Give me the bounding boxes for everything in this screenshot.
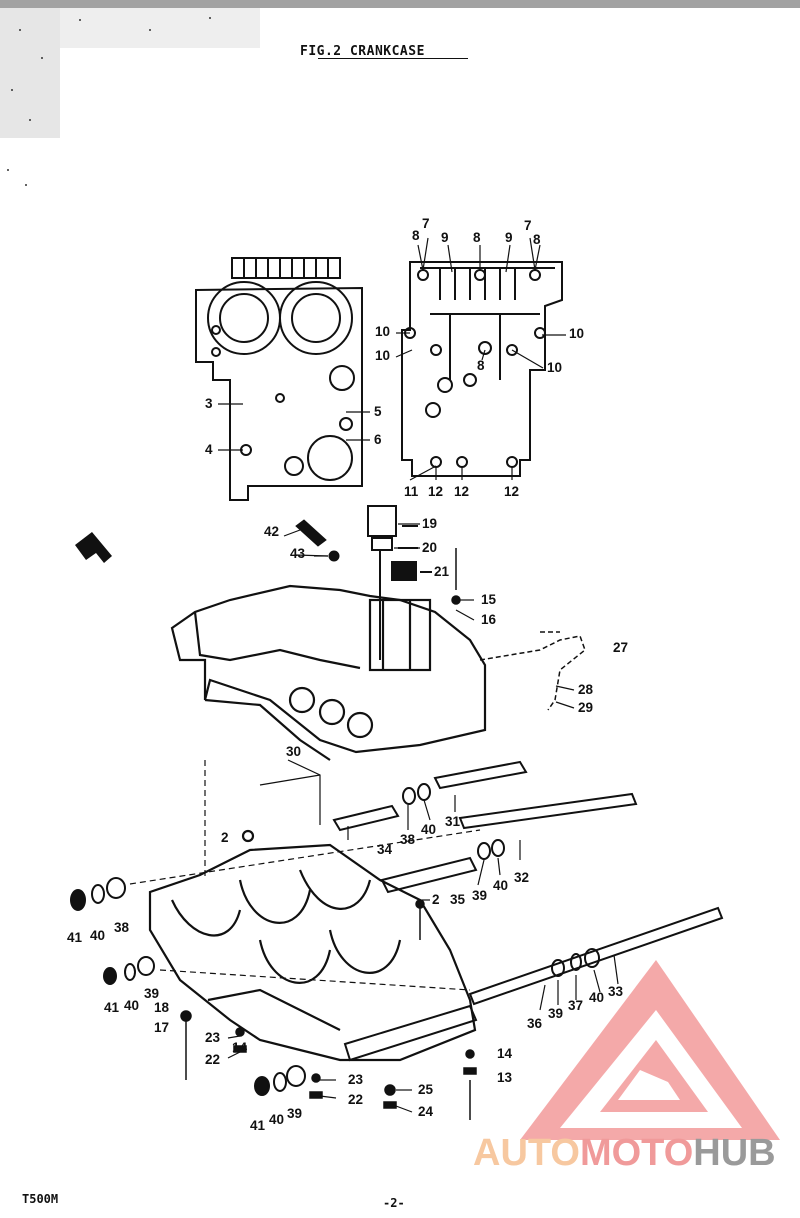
callout-label: 32 bbox=[514, 870, 530, 885]
callout-label: 9 bbox=[505, 230, 513, 245]
crank-centerline bbox=[129, 760, 481, 991]
callout-label: 40 bbox=[589, 990, 605, 1005]
callout-label: 8 bbox=[533, 232, 541, 247]
callout-label: 10 bbox=[569, 326, 585, 341]
callout-label: 6 bbox=[374, 432, 382, 447]
callout-label: 8 bbox=[473, 230, 481, 245]
callout-label: 20 bbox=[422, 540, 438, 555]
callout-label: 22 bbox=[348, 1092, 364, 1107]
leader-lines-lower bbox=[227, 523, 619, 1113]
callout-label: 33 bbox=[608, 984, 624, 999]
callout-label: 40 bbox=[269, 1112, 285, 1127]
stud-bolt bbox=[295, 519, 340, 562]
callout-label: 39 bbox=[548, 1006, 564, 1021]
callout-label: 40 bbox=[493, 878, 509, 893]
callout-label: 39 bbox=[287, 1106, 303, 1121]
callout-label: 42 bbox=[264, 524, 280, 539]
lower-crankcase-half bbox=[148, 829, 477, 1062]
callout-label: 38 bbox=[400, 832, 416, 847]
callout-label: 23 bbox=[205, 1030, 221, 1045]
callout-label: 40 bbox=[124, 998, 140, 1013]
callout-label: 12 bbox=[454, 484, 470, 499]
callout-label: 30 bbox=[286, 744, 302, 759]
callout-label: 3 bbox=[205, 396, 213, 411]
callout-label: 40 bbox=[421, 822, 437, 837]
upper-case-top-view bbox=[195, 257, 363, 501]
callout-label: 41 bbox=[104, 1000, 120, 1015]
callout-label: 8 bbox=[412, 228, 420, 243]
callout-label: 41 bbox=[250, 1118, 266, 1133]
callout-label: 24 bbox=[418, 1104, 434, 1119]
callout-label: 39 bbox=[472, 888, 488, 903]
callout-label: 12 bbox=[428, 484, 444, 499]
callout-label: 11 bbox=[404, 484, 419, 499]
callout-label: 14 bbox=[497, 1046, 513, 1061]
watermark-text-moto: MOTO bbox=[579, 1132, 694, 1174]
callout-label: 14 bbox=[232, 1040, 248, 1055]
callout-label: 2 bbox=[432, 892, 440, 907]
upper-crankcase-half bbox=[170, 584, 487, 761]
watermark-text: AUTOMOTOHUB bbox=[473, 1132, 776, 1175]
callout-label: 7 bbox=[422, 216, 430, 231]
title-underline bbox=[318, 58, 468, 59]
callout-label: 41 bbox=[67, 930, 83, 945]
watermark-logo bbox=[520, 960, 780, 1140]
callout-label: 8 bbox=[477, 358, 485, 373]
callout-label: 34 bbox=[377, 842, 393, 857]
callout-label: 31 bbox=[445, 814, 461, 829]
callout-label: 25 bbox=[418, 1082, 434, 1097]
fasteners bbox=[180, 548, 477, 1120]
callout-label: 39 bbox=[144, 986, 160, 1001]
callout-label: 2 bbox=[221, 830, 229, 845]
callout-label: 43 bbox=[290, 546, 306, 561]
callout-label: 28 bbox=[578, 682, 594, 697]
page-number: -2- bbox=[383, 1196, 405, 1210]
callout-label: 12 bbox=[504, 484, 520, 499]
callout-label: 35 bbox=[450, 892, 466, 907]
callout-label: 29 bbox=[578, 700, 594, 715]
callout-label: 27 bbox=[613, 640, 629, 655]
callout-label: 16 bbox=[481, 612, 497, 627]
callout-label: 9 bbox=[441, 230, 449, 245]
callout-label: 10 bbox=[375, 348, 391, 363]
callout-label: 23 bbox=[348, 1072, 364, 1087]
callout-label: 5 bbox=[374, 404, 382, 419]
watermark-text-auto: AUTO bbox=[473, 1132, 580, 1174]
callout-label: 18 bbox=[154, 1000, 170, 1015]
callout-label: 10 bbox=[375, 324, 391, 339]
watermark-text-hub: HUB bbox=[693, 1132, 776, 1174]
callout-label: 21 bbox=[434, 564, 450, 579]
callout-label: 4 bbox=[205, 442, 213, 457]
callout-label: 7 bbox=[524, 218, 532, 233]
callout-label: 19 bbox=[422, 516, 438, 531]
bearings-and-seals bbox=[70, 877, 600, 1096]
front-arrow-icon bbox=[75, 532, 112, 563]
leader-lines-top bbox=[218, 237, 566, 481]
shafts bbox=[332, 760, 724, 1062]
callout-label: 22 bbox=[205, 1052, 221, 1067]
scan-noise bbox=[0, 0, 800, 186]
callout-label: 10 bbox=[547, 360, 563, 375]
callout-label: 36 bbox=[527, 1016, 543, 1031]
callout-label: 38 bbox=[114, 920, 130, 935]
callout-label: 40 bbox=[90, 928, 106, 943]
callout-label: 13 bbox=[497, 1070, 513, 1085]
callout-label: 17 bbox=[154, 1020, 170, 1035]
callout-label: 15 bbox=[481, 592, 497, 607]
callout-label: 37 bbox=[568, 998, 584, 1013]
oil-pipe-27 bbox=[479, 631, 586, 711]
figure-title: FIG.2 CRANKCASE bbox=[300, 44, 425, 59]
model-code: T500M bbox=[22, 1192, 59, 1206]
